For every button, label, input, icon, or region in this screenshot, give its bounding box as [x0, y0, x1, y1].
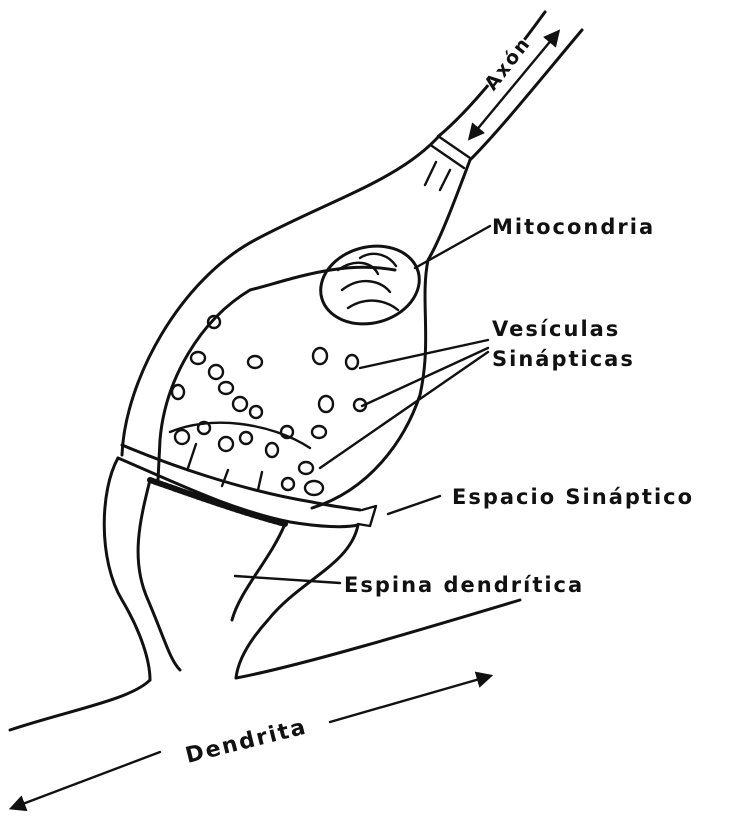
- dendrite-arrow-left: [12, 752, 160, 808]
- spine-neck-inner: [138, 480, 285, 670]
- synaptic-vesicles: [170, 316, 366, 495]
- dendritic-spine-outline: [104, 458, 358, 680]
- vesicles-label-line2: Sinápticas: [492, 347, 635, 371]
- dendrite-lower-edge: [236, 600, 520, 678]
- mitochondria-label: Mitocondria: [492, 215, 655, 239]
- presynaptic-terminal-outline: [122, 135, 470, 508]
- postsynaptic-density: [150, 480, 285, 524]
- mitochondrion: [312, 235, 428, 334]
- synaptic-space-label: Espacio Sináptico: [452, 485, 694, 509]
- dendrite-label: Dendrita: [183, 715, 310, 769]
- dendrite-upper-edge: [10, 680, 150, 730]
- dendrite-arrow-right: [330, 676, 490, 722]
- leader-lines: [235, 226, 490, 583]
- vesicles-label-line1: Vesículas: [492, 317, 620, 341]
- dendritic-spine-label: Espina dendrítica: [344, 573, 584, 597]
- axon-shape: [425, 12, 582, 190]
